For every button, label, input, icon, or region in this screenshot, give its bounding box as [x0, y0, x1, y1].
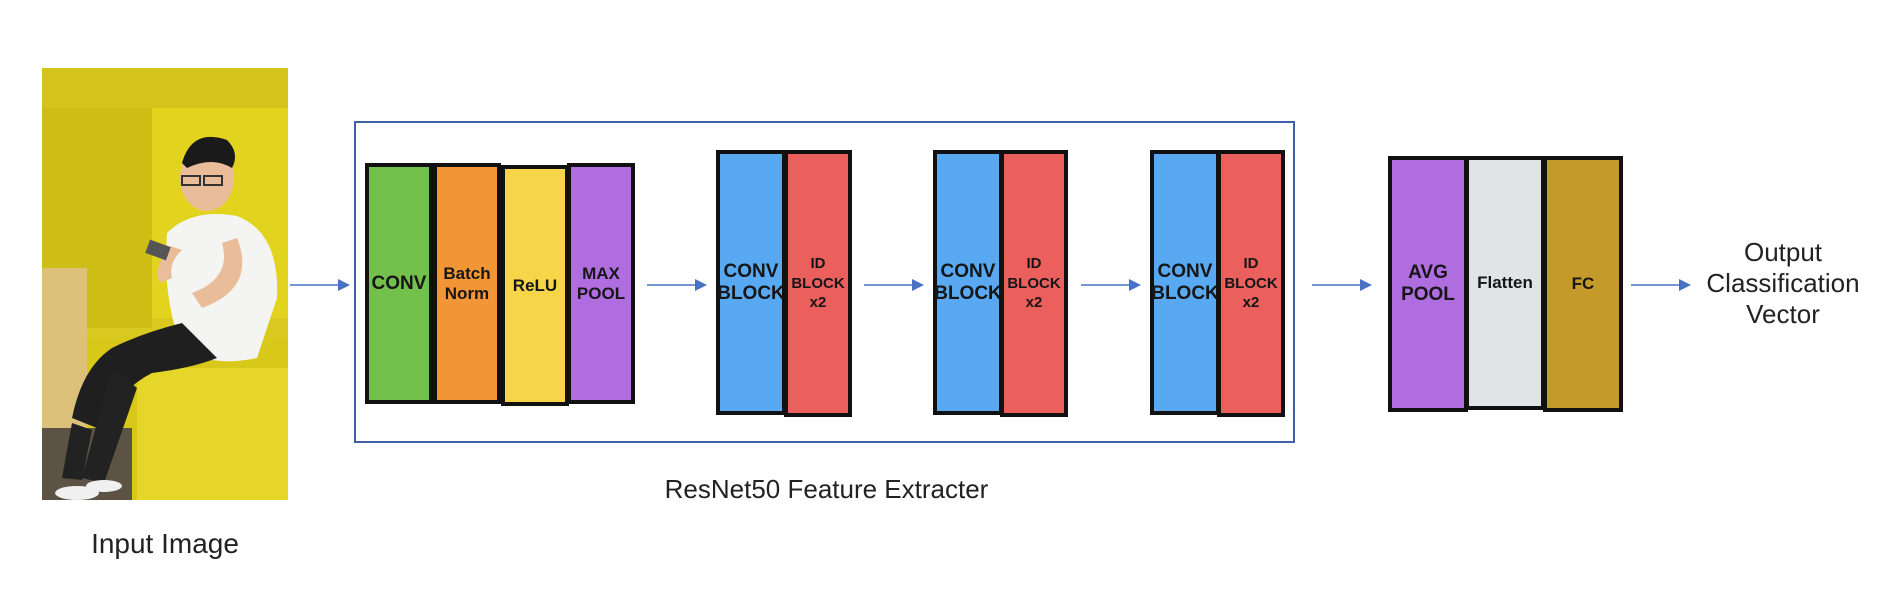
arrow-stem-to-stage1: [647, 278, 707, 292]
flatten-layer: Flatten: [1465, 156, 1545, 410]
id-block-stage3-line2: BLOCK: [1224, 274, 1278, 292]
input-image-caption: Input Image: [91, 528, 239, 559]
avg-pool-label-line1: AVG: [1408, 262, 1448, 284]
conv-block-stage2: CONV BLOCK: [933, 150, 1003, 415]
max-pool-label-line2: POOL: [576, 283, 626, 303]
relu-layer: ReLU: [501, 165, 569, 406]
output-classification-vector-label: Output Classification Vector: [1700, 237, 1866, 331]
conv-block-stage1-line1: CONV: [723, 260, 779, 282]
max-pool-layer: MAX POOL: [567, 163, 635, 404]
batch-norm-label-line2: Norm: [444, 283, 490, 303]
id-block-stage1-line2: BLOCK: [791, 274, 845, 292]
arrow-extractor-to-head: [1312, 278, 1372, 292]
conv-block-stage3-line2: BLOCK: [1151, 282, 1219, 304]
conv-block-stage3: CONV BLOCK: [1150, 150, 1220, 415]
person-photo-illustration: [42, 68, 288, 500]
resnet50-feature-extractor-frame: [354, 121, 1295, 443]
arrow-input-to-extractor: [290, 278, 350, 292]
arrow-stage2-to-stage3: [1081, 278, 1141, 292]
conv-block-stage1: CONV BLOCK: [716, 150, 786, 415]
conv-block-stage2-line2: BLOCK: [934, 282, 1002, 304]
relu-layer-label: ReLU: [512, 275, 558, 295]
output-label-line3: Vector: [1746, 299, 1820, 330]
fc-layer-label: FC: [1571, 274, 1595, 294]
conv-block-stage2-line1: CONV: [940, 260, 996, 282]
arrow-head-to-output: [1631, 278, 1691, 292]
batch-norm-layer: Batch Norm: [433, 163, 501, 404]
id-block-stage2: ID BLOCK x2: [1000, 150, 1068, 417]
conv-layer: CONV: [365, 163, 433, 404]
conv-layer-label: CONV: [371, 272, 427, 294]
conv-block-stage3-line1: CONV: [1157, 260, 1213, 282]
id-block-stage1-line3: x2: [809, 294, 827, 312]
batch-norm-label-line1: Batch: [443, 263, 491, 283]
id-block-stage3: ID BLOCK x2: [1217, 150, 1285, 417]
id-block-stage3-line3: x2: [1242, 294, 1260, 312]
id-block-stage1-line1: ID: [810, 255, 826, 273]
id-block-stage2-line1: ID: [1026, 255, 1042, 273]
avg-pool-layer: AVG POOL: [1388, 156, 1468, 412]
id-block-stage3-line1: ID: [1243, 255, 1259, 273]
id-block-stage1: ID BLOCK x2: [784, 150, 852, 417]
arrow-stage1-to-stage2: [864, 278, 924, 292]
fc-layer: FC: [1543, 156, 1623, 412]
feature-extractor-caption: ResNet50 Feature Extracter: [664, 474, 989, 504]
flatten-layer-label: Flatten: [1477, 273, 1533, 293]
id-block-stage2-line3: x2: [1025, 294, 1043, 312]
input-photo: [42, 68, 288, 500]
avg-pool-label-line2: POOL: [1401, 284, 1455, 305]
id-block-stage2-line2: BLOCK: [1007, 274, 1061, 292]
output-label-line1: Output: [1743, 237, 1823, 267]
conv-block-stage1-line2: BLOCK: [717, 282, 785, 304]
output-label-line2: Classification: [1706, 268, 1860, 299]
max-pool-label-line1: MAX: [582, 263, 620, 283]
